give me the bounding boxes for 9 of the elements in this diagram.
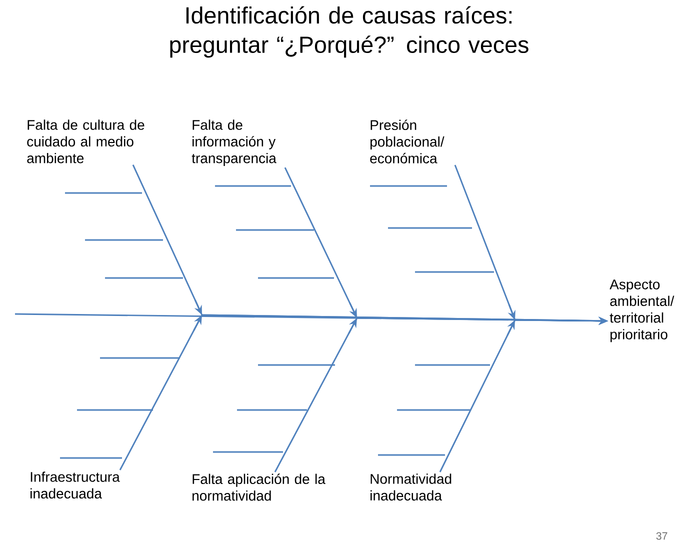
effect-label: Aspecto ambiental/ territorial prioritario — [610, 280, 674, 342]
cause-label: Normatividad inadecuada — [370, 474, 452, 501]
title: Identificación de causas raíces: preguntar “¿Porqué?” cinco veces — [170, 6, 528, 58]
cause-label: Infraestructura inadecuada — [30, 472, 120, 499]
cause-label: Falta de información y transparencia — [192, 120, 276, 166]
cause-label: Falta de cultura de cuidado al medio ambiente — [27, 120, 144, 164]
cause-label: Falta aplicación de la normatividad — [192, 474, 326, 501]
page-number: 37 — [656, 532, 668, 540]
cause-label: Presión poblacional/ económica — [370, 120, 444, 164]
